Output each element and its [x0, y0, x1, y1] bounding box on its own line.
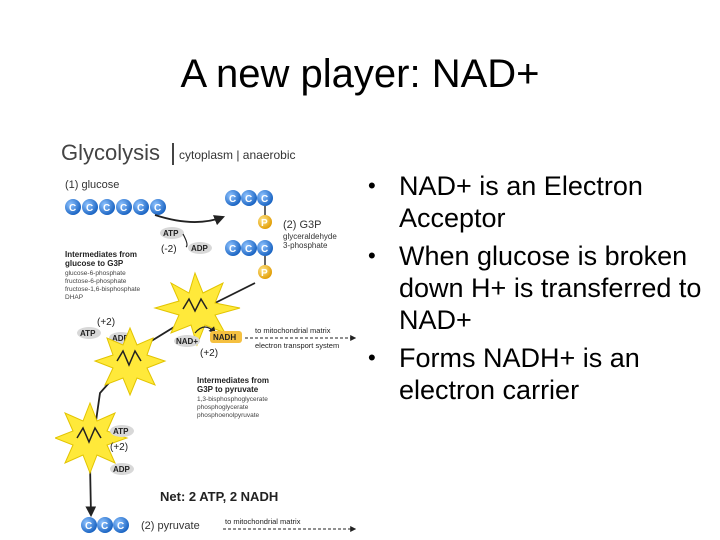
- intermediates2-item: phosphoenolpyruvate: [197, 412, 260, 419]
- intermediates2-item: 1,3-bisphosphoglycerate: [197, 396, 268, 403]
- glucose-carbon-chain: C C C C C C: [65, 199, 166, 215]
- slide-title: A new player: NAD+: [180, 52, 540, 96]
- energy-starburst-icon: [153, 271, 241, 347]
- nad-label: NAD+: [176, 337, 198, 346]
- bullet-list: • NAD+ is an Electron Acceptor • When gluc…: [362, 170, 707, 412]
- nad-badge: [174, 335, 200, 347]
- intermediates1-item: DHAP: [65, 294, 83, 301]
- carbon-letter: C: [137, 203, 144, 214]
- g3p-name-line1: glyceraldehyde: [283, 232, 337, 241]
- carbon-letter: C: [120, 203, 127, 214]
- intermediates2-item: phosphoglycerate: [197, 404, 249, 411]
- electron-transport-label: electron transport system: [255, 341, 339, 350]
- atp-label: ATP: [163, 229, 179, 238]
- carbon-atom: [116, 199, 132, 215]
- svg-text:C: C: [261, 194, 268, 205]
- carbon-letter: C: [86, 203, 93, 214]
- bullet-dot-icon: •: [368, 173, 376, 198]
- step3-label: (2) pyruvate: [141, 520, 200, 532]
- svg-text:C: C: [229, 194, 236, 205]
- plus2-label: (+2): [97, 317, 115, 328]
- bullet-item: • When glucose is broken down H+ is trans…: [362, 240, 707, 336]
- bullet-item: • NAD+ is an Electron Acceptor: [362, 170, 707, 234]
- intermediates1-item: fructose-6-phosphate: [65, 278, 127, 285]
- atp-badge: [77, 327, 101, 339]
- svg-text:P: P: [261, 268, 268, 279]
- svg-text:C: C: [245, 194, 252, 205]
- atp-label: ATP: [113, 427, 129, 436]
- to-matrix-label: to mitochondrial matrix: [225, 517, 301, 526]
- adp-badge: [188, 242, 212, 254]
- bullet-dot-icon: •: [368, 345, 376, 370]
- diagram-heading: Glycolysis: [61, 140, 160, 165]
- intermediates2-title-line1: Intermediates from: [197, 376, 269, 385]
- glucose-to-g3p-arrow: [154, 214, 226, 226]
- diagram-subheading: cytoplasm | anaerobic: [179, 148, 296, 162]
- atp-badge: [160, 227, 184, 239]
- bullet-text: Forms NADH+ is an electron carrier: [399, 343, 640, 405]
- intermediates2-title-line2: G3P to pyruvate: [197, 385, 259, 394]
- svg-text:C: C: [245, 244, 252, 255]
- svg-text:C: C: [117, 521, 124, 532]
- adp-label: ADP: [112, 334, 130, 343]
- carbon-atom: [150, 199, 166, 215]
- svg-text:C: C: [229, 244, 236, 255]
- plus2-label: (+2): [110, 442, 128, 453]
- net-yield-label: Net: 2 ATP, 2 NADH: [160, 489, 278, 504]
- bullet-dot-icon: •: [368, 243, 376, 268]
- glycolysis-diagram: Glycolysis cytoplasm | anaerobic (1) glu…: [55, 140, 357, 533]
- minus2-label: (-2): [161, 244, 177, 255]
- carbon-letter: C: [103, 203, 110, 214]
- phosphate-atom: [258, 265, 272, 279]
- step1-label: (1) glucose: [65, 179, 119, 191]
- plus2-label: (+2): [200, 348, 218, 359]
- carbon-letter: C: [69, 203, 76, 214]
- svg-text:C: C: [101, 521, 108, 532]
- svg-text:C: C: [85, 521, 92, 532]
- intermediates1-title-line1: Intermediates from: [65, 250, 137, 259]
- lightning-icon: [116, 349, 142, 367]
- atp-label: ATP: [80, 329, 96, 338]
- phosphate-atom: [258, 215, 272, 229]
- lightning-icon: [182, 297, 208, 313]
- atp-use-arrow: [182, 233, 188, 248]
- step2-label: (2) G3P: [283, 219, 322, 231]
- carbon-letter: C: [154, 203, 161, 214]
- bullet-text: When glucose is broken down H+ is transf…: [399, 241, 702, 335]
- lightning-icon: [76, 426, 102, 444]
- g3p-molecule-top: C C C P: [225, 190, 273, 229]
- carbon-atom: [82, 199, 98, 215]
- to-matrix-label: to mitochondrial matrix: [255, 326, 331, 335]
- adp-badge: [110, 463, 134, 475]
- pyruvate-molecule: C C C: [81, 517, 129, 533]
- intermediates1-item: fructose-1,6-bisphosphate: [65, 286, 141, 293]
- carbon-atom: [99, 199, 115, 215]
- nadh-box: [210, 331, 242, 343]
- svg-text:P: P: [261, 218, 268, 229]
- bullet-item: • Forms NADH+ is an electron carrier: [362, 342, 707, 406]
- bullet-text: NAD+ is an Electron Acceptor: [399, 171, 643, 233]
- intermediates1-title-line2: glucose to G3P: [65, 259, 124, 268]
- adp-label: ADP: [191, 244, 209, 253]
- g3p-molecule-bottom: C C C P: [225, 240, 273, 279]
- adp-label: ADP: [113, 465, 131, 474]
- svg-text:C: C: [261, 244, 268, 255]
- atp-badge: [110, 425, 134, 437]
- carbon-atom: [133, 199, 149, 215]
- nadh-label: NADH: [213, 333, 236, 342]
- g3p-name-line2: 3-phosphate: [283, 241, 328, 250]
- carbon-atom: [65, 199, 81, 215]
- intermediates1-item: glucose-6-phosphate: [65, 270, 126, 277]
